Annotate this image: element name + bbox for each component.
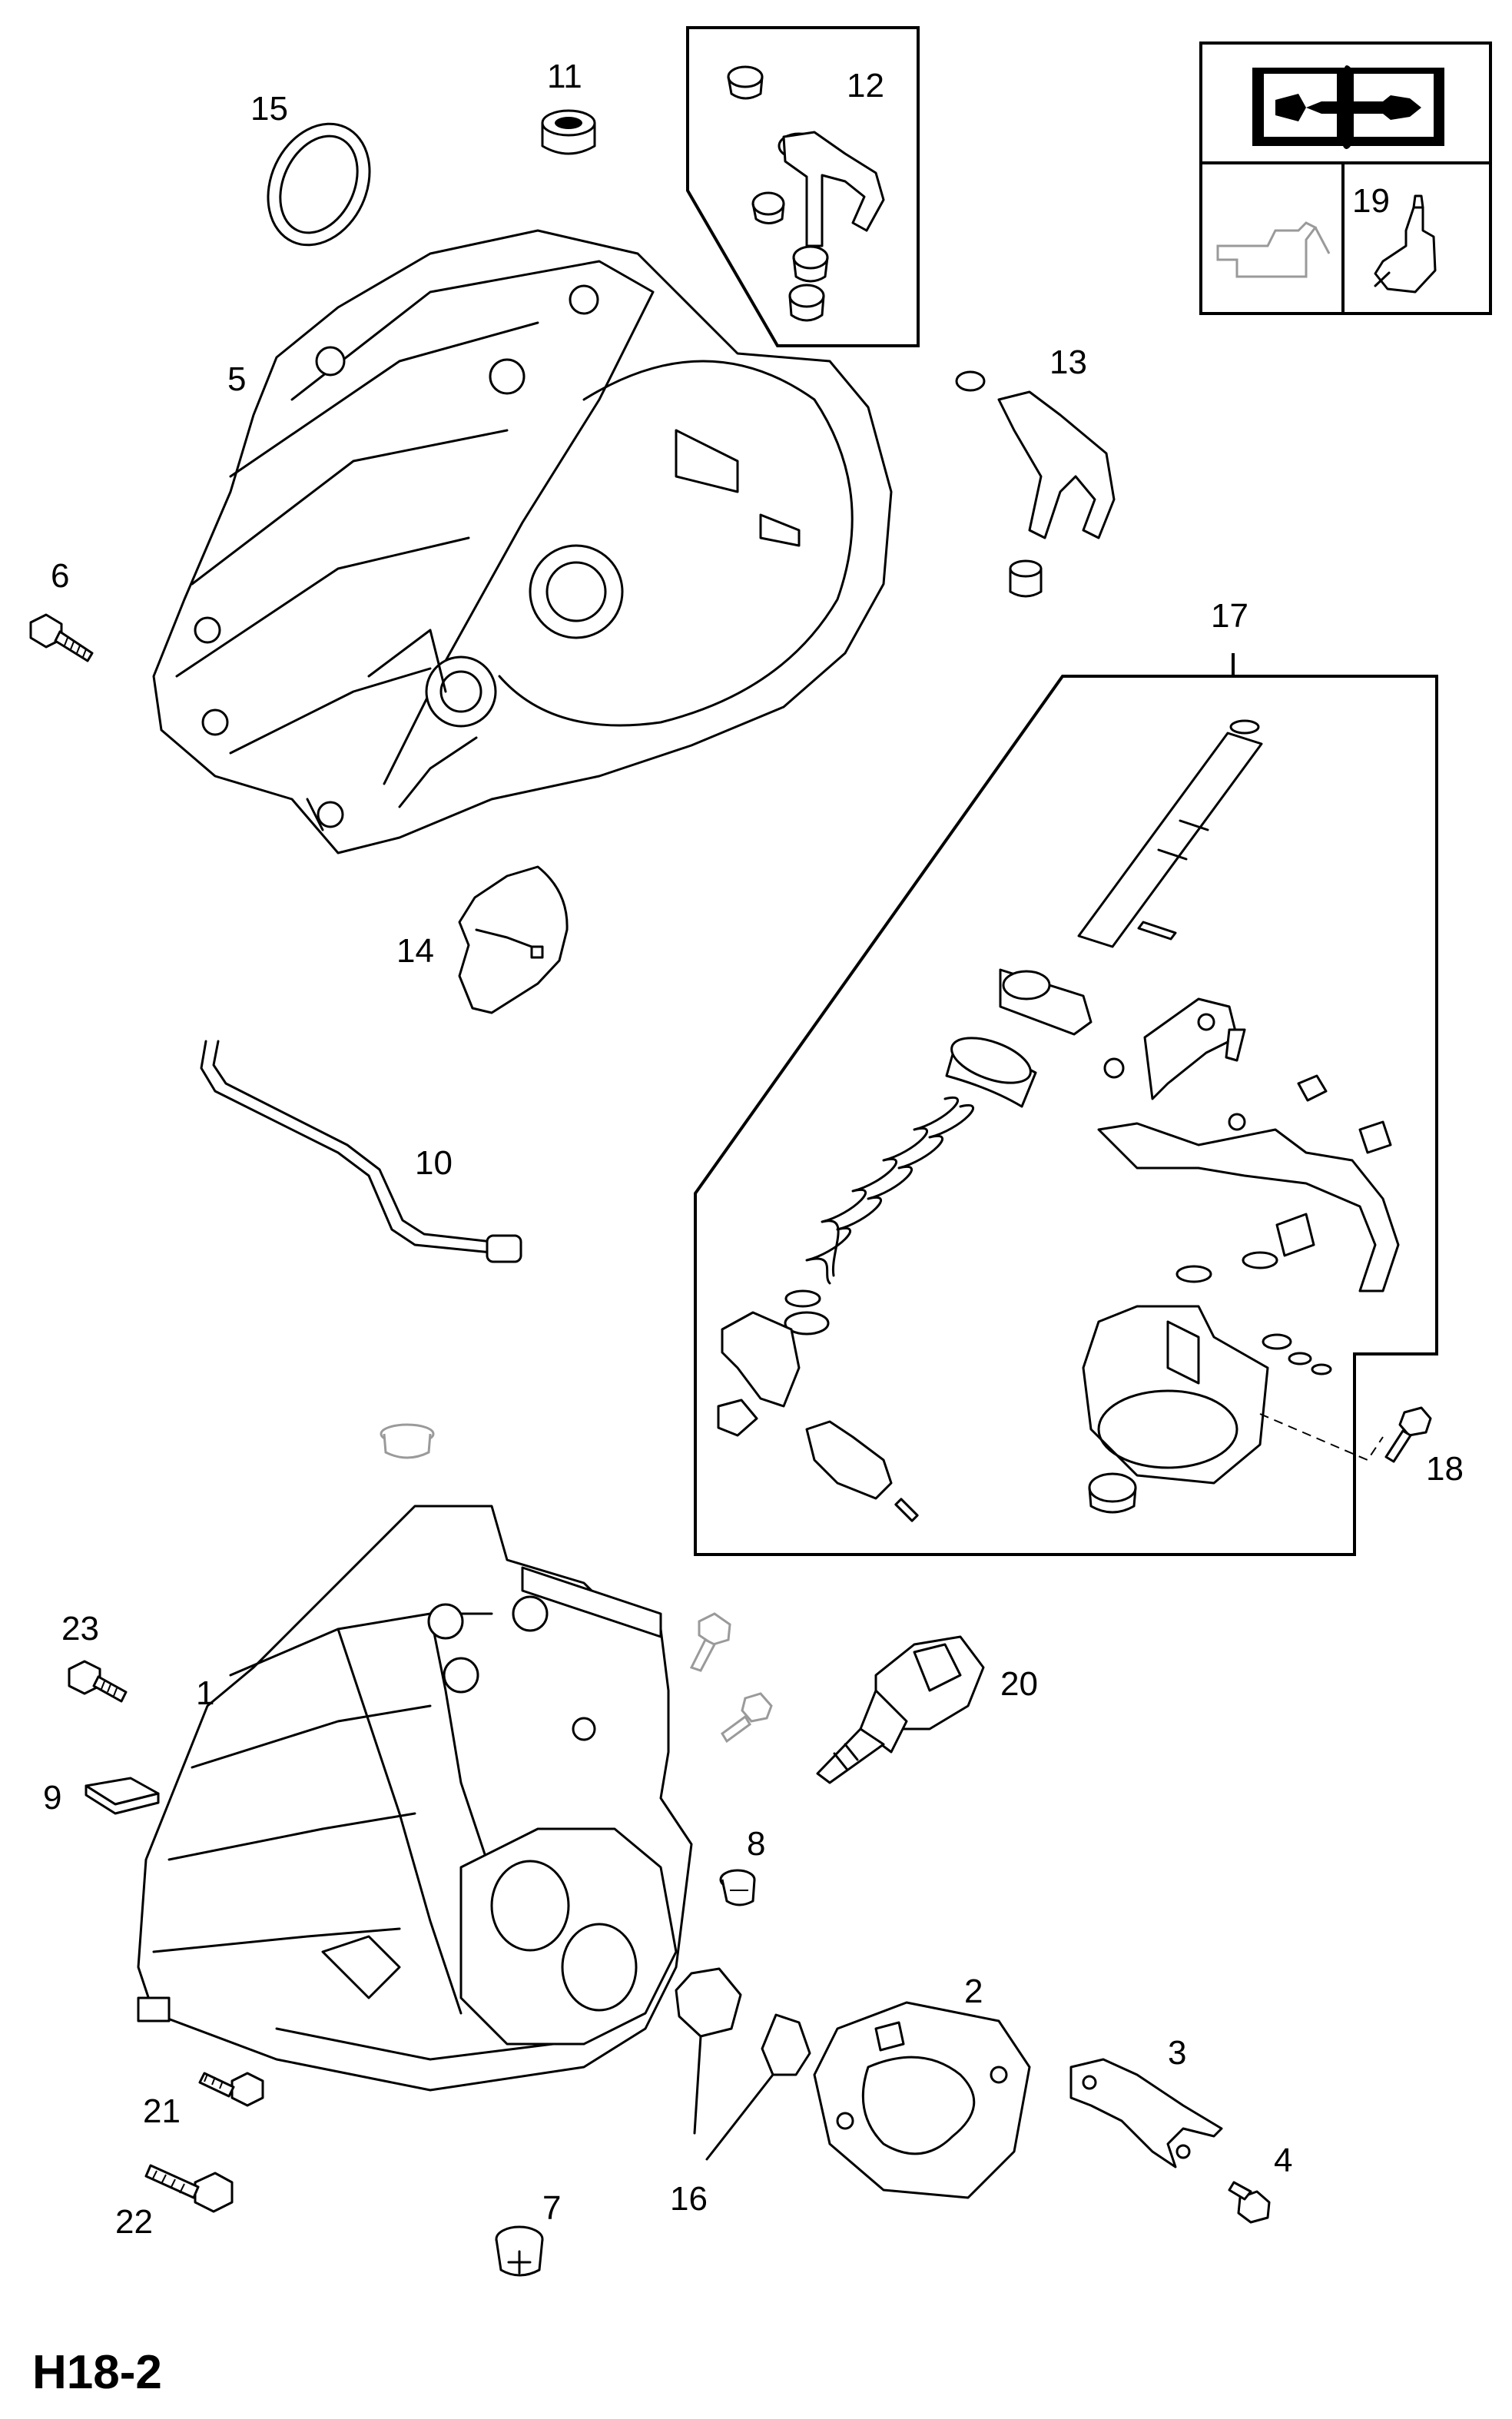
oil-can-icon [1216, 221, 1331, 278]
service-legend [1199, 41, 1492, 315]
callout-12: 12 [847, 67, 884, 105]
part-17-shift-shaft [1077, 719, 1263, 948]
part-15-seal-ring [267, 122, 371, 247]
callout-6: 6 [51, 557, 69, 595]
part-23-bolt [68, 1660, 128, 1703]
callout-3: 3 [1168, 2034, 1186, 2072]
detail-box-12 [686, 26, 920, 347]
part-22-bolt [144, 2164, 234, 2213]
part-16-circlips [675, 1967, 811, 2161]
part-20-reverse-switch [816, 1635, 985, 1784]
part-8-plug [719, 1869, 756, 1906]
callout-14: 14 [396, 932, 434, 970]
part-6-bolt [29, 613, 94, 662]
callout-22: 22 [115, 2203, 153, 2241]
callout-1: 1 [196, 1674, 214, 1712]
callout-5: 5 [227, 360, 246, 398]
callout-18: 18 [1426, 1450, 1464, 1488]
callout-16: 16 [670, 2180, 708, 2218]
part-4-bolt [1228, 2181, 1271, 2224]
part-14-lock-plate [458, 865, 569, 1014]
diagram-code: H18-2 [32, 2346, 162, 2399]
callout-8: 8 [747, 1825, 765, 1863]
callout-2: 2 [964, 1973, 983, 2010]
part-12-shift-fork [727, 65, 885, 322]
callout-23: 23 [61, 1610, 99, 1648]
part-10-shift-rod [200, 1040, 522, 1263]
drain-plug-grey [380, 1423, 435, 1459]
sealant-tube-icon [1374, 194, 1437, 294]
part-1-transmission-case [137, 1505, 693, 2092]
part-2-end-cover [813, 2001, 1031, 2199]
callout-20: 20 [1000, 1665, 1038, 1703]
grey-bolt-upper [689, 1612, 731, 1672]
part-17-spring [805, 1096, 974, 1285]
callout-15: 15 [250, 90, 288, 128]
grey-bolt-lower [721, 1692, 773, 1744]
part-13-selector-fork [955, 370, 1116, 598]
part-11-bearing [541, 109, 596, 155]
part-18-bolt [1384, 1406, 1432, 1463]
book-wrench-icon [1252, 65, 1444, 149]
callout-19: 19 [1352, 182, 1390, 220]
part-21-bolt [198, 2072, 264, 2107]
part-3-bracket [1069, 2058, 1223, 2168]
callout-4: 4 [1274, 2142, 1292, 2179]
part-5-clutch-housing [152, 229, 893, 854]
detail-box-17 [694, 653, 1438, 1556]
callout-17: 17 [1211, 597, 1248, 635]
callout-21: 21 [143, 2092, 181, 2130]
callout-11: 11 [547, 58, 582, 95]
part-7-plug [495, 2225, 544, 2277]
callout-13: 13 [1049, 343, 1087, 381]
part-9-magnet [85, 1777, 160, 1815]
callout-9: 9 [43, 1779, 61, 1817]
callout-10: 10 [415, 1144, 453, 1182]
callout-7: 7 [542, 2189, 561, 2227]
